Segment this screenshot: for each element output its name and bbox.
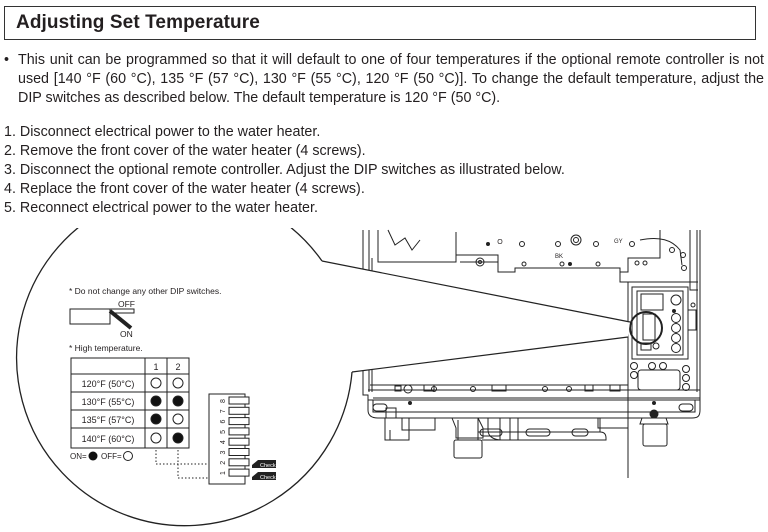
callout-lines bbox=[321, 260, 631, 373]
switch-off-dot bbox=[172, 413, 184, 425]
step-number: 5. bbox=[4, 200, 16, 216]
table-row-label: 135°F (57°C) bbox=[82, 415, 135, 425]
dip-switch bbox=[228, 458, 250, 467]
heater-label: GY bbox=[614, 239, 623, 245]
section-title-box: Adjusting Set Temperature bbox=[4, 6, 756, 40]
dip-switch-number: 4 bbox=[220, 440, 227, 444]
dip-switch bbox=[228, 396, 250, 405]
leader-lines bbox=[155, 450, 228, 479]
switch-orientation-icon: OFF ON bbox=[69, 299, 135, 339]
intro-paragraph: • This unit can be programmed so that it… bbox=[4, 51, 764, 108]
dip-switch bbox=[228, 437, 250, 446]
dip-switch-number: 2 bbox=[220, 461, 227, 465]
switch-off-dot bbox=[172, 377, 184, 389]
section-title: Adjusting Set Temperature bbox=[16, 12, 260, 33]
switch-on-dot bbox=[172, 395, 184, 407]
step-number: 3. bbox=[4, 162, 16, 178]
dip-switch bbox=[228, 427, 250, 436]
switch-on-dot bbox=[150, 395, 162, 407]
switch-on-dot bbox=[150, 413, 162, 425]
switch-off-label: OFF bbox=[118, 299, 135, 309]
dip-switch bbox=[228, 468, 250, 477]
heater-label: BK bbox=[555, 254, 563, 260]
dip-switch-number: 5 bbox=[220, 430, 227, 434]
dip-switch bbox=[228, 448, 250, 456]
switch-on-dot bbox=[172, 432, 184, 444]
dip-switch-number: 6 bbox=[220, 420, 227, 424]
table-header-1: 1 bbox=[153, 362, 158, 372]
step-text: Disconnect the optional remote controlle… bbox=[19, 162, 565, 178]
step-text: Remove the front cover of the water heat… bbox=[19, 143, 366, 159]
switch-on-label: ON bbox=[120, 329, 133, 339]
switch-state-dots bbox=[150, 377, 184, 444]
note-dip: * Do not change any other DIP switches. bbox=[69, 286, 221, 296]
step-text: Reconnect electrical power to the water … bbox=[19, 200, 318, 216]
step-number: 2. bbox=[4, 143, 16, 159]
table-row-label: 130°F (55°C) bbox=[82, 397, 135, 407]
bullet: • bbox=[4, 52, 10, 68]
step-text: Disconnect electrical power to the water… bbox=[19, 124, 321, 140]
check-label: Check bbox=[260, 463, 276, 469]
switch-off-dot bbox=[150, 432, 162, 444]
check-arrow: Check bbox=[252, 460, 276, 469]
dip-switch-number: 8 bbox=[220, 399, 227, 403]
step-number: 1. bbox=[4, 124, 16, 140]
step-item: 2. Remove the front cover of the water h… bbox=[4, 142, 565, 161]
dip-switch-number: 3 bbox=[220, 450, 227, 454]
step-item: 3. Disconnect the optional remote contro… bbox=[4, 161, 565, 180]
legend-on-dot bbox=[88, 451, 98, 461]
magnifier-fill bbox=[16, 228, 630, 526]
dip-setting-table bbox=[70, 357, 190, 449]
step-item: 1. Disconnect electrical power to the wa… bbox=[4, 123, 565, 142]
step-item: 4. Replace the front cover of the water … bbox=[4, 180, 565, 199]
dip-switch-number: 7 bbox=[220, 409, 227, 413]
magnifier-circle-outline bbox=[16, 228, 353, 527]
steps-list: 1. Disconnect electrical power to the wa… bbox=[4, 123, 565, 218]
check-arrow: Check bbox=[252, 472, 276, 481]
step-text: Replace the front cover of the water hea… bbox=[19, 181, 365, 197]
table-header-2: 2 bbox=[175, 362, 180, 372]
step-number: 4. bbox=[4, 181, 16, 197]
check-label: Check bbox=[260, 475, 276, 481]
heater-label: O bbox=[497, 239, 503, 246]
table-row-label: 140°F (60°C) bbox=[82, 434, 135, 444]
dip-switch-block: 8 7 6 5 4 3 2 1 bbox=[208, 393, 250, 485]
dip-switch bbox=[228, 417, 250, 426]
legend-off-label: OFF= bbox=[101, 452, 122, 461]
magnified-view: * Do not change any other DIP switches. … bbox=[16, 228, 631, 527]
dip-switch-number: 1 bbox=[220, 471, 227, 475]
note-high-temperature: * High temperature. bbox=[69, 343, 143, 353]
legend-off-dot bbox=[123, 451, 133, 461]
switch-off-dot bbox=[150, 377, 162, 389]
step-item: 5. Reconnect electrical power to the wat… bbox=[4, 199, 565, 218]
table-row-label: 120°F (50°C) bbox=[82, 379, 135, 389]
dip-switch bbox=[228, 406, 250, 415]
legend-on-label: ON= bbox=[70, 452, 87, 461]
intro-text: This unit can be programmed so that it w… bbox=[18, 52, 764, 106]
